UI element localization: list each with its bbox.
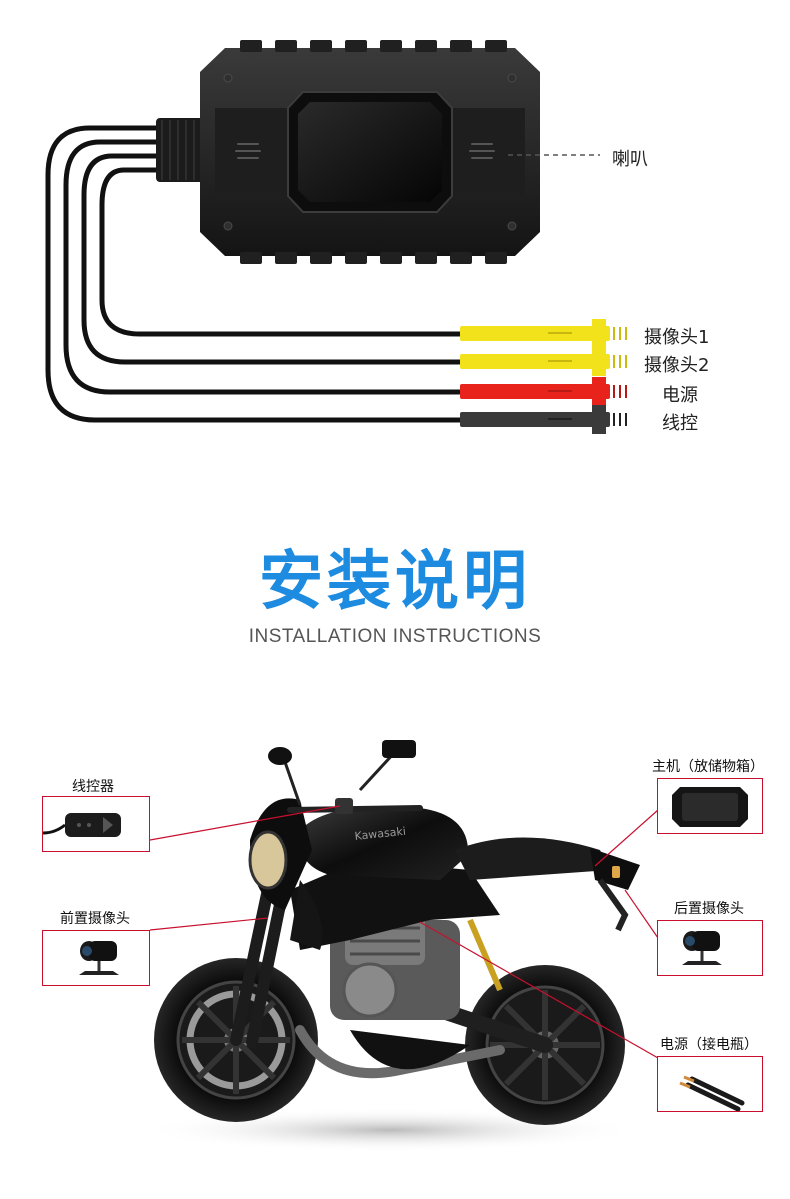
wire-label-camera2: 摄像头2	[644, 355, 710, 376]
wire-label-power: 电源	[662, 385, 698, 406]
callout-label-rear-camera: 后置摄像头	[674, 901, 744, 917]
speaker-label: 喇叭	[612, 149, 648, 170]
device-wiring-illustration	[45, 40, 627, 434]
motorcycle-illustration: Kawasaki	[140, 740, 659, 1152]
callout-box-main-unit	[657, 778, 763, 834]
installation-diagram: Kawasaki 线控器	[0, 690, 790, 1199]
cable-connector	[156, 118, 204, 182]
rear-shock	[467, 918, 503, 992]
wire-control-icon	[43, 813, 121, 837]
belly-pan	[350, 1030, 470, 1070]
leader-rear-camera	[624, 889, 659, 939]
main-unit-icon	[672, 787, 748, 827]
callout-box-front-camera	[42, 930, 150, 986]
callout-label-main-unit: 主机（放储物箱）	[652, 759, 764, 775]
tail-light	[612, 866, 620, 878]
section-title: 安装说明	[259, 545, 531, 619]
section-subtitle: INSTALLATION INSTRUCTIONS	[248, 626, 542, 647]
wire-label-camera1: 摄像头1	[644, 327, 710, 348]
handlebar	[268, 740, 423, 814]
wire-end-camera2	[460, 347, 627, 376]
callout-label-power: 电源（接电瓶）	[660, 1037, 758, 1053]
dvr-main-unit	[200, 40, 540, 264]
device-wiring-diagram: 喇叭 摄像头1 摄像头2 电源 线控	[0, 0, 790, 470]
device-screen	[298, 102, 442, 202]
fuel-tank	[299, 806, 469, 880]
front-camera-icon	[79, 941, 119, 975]
frame	[290, 860, 500, 950]
wire-end-power	[460, 377, 627, 406]
callout-label-front-camera: 前置摄像头	[60, 911, 130, 927]
wire-end-camera1	[460, 319, 627, 348]
power-cable-icon	[679, 1075, 745, 1111]
wire-label-remote: 线控	[662, 413, 698, 434]
rear-camera-icon	[682, 931, 722, 965]
speaker-grill-right	[469, 143, 495, 159]
engine	[330, 905, 460, 1020]
headlight	[248, 830, 288, 890]
rear-fender	[597, 878, 629, 932]
speaker-grill-left	[235, 143, 261, 159]
callout-lines	[149, 805, 659, 1059]
remote-control-mount	[335, 798, 353, 814]
wire-bundle	[45, 125, 463, 423]
right-mirror	[382, 740, 416, 758]
leader-main-unit	[594, 809, 659, 867]
leader-wire-control	[149, 805, 341, 841]
callout-box-power	[657, 1056, 763, 1112]
left-mirror	[268, 747, 292, 765]
front-fender	[290, 880, 323, 950]
leader-front-camera	[149, 917, 269, 931]
front-forks	[230, 874, 290, 1048]
leader-power	[419, 921, 659, 1059]
svg-text:Kawasaki: Kawasaki	[354, 825, 406, 843]
callout-box-rear-camera	[657, 920, 763, 976]
callout-box-wire-control	[42, 796, 150, 852]
callout-label-wire-control: 线控器	[72, 779, 114, 795]
wire-end-remote	[460, 405, 627, 434]
exhaust-pipe	[295, 1025, 505, 1079]
seat	[455, 837, 610, 880]
